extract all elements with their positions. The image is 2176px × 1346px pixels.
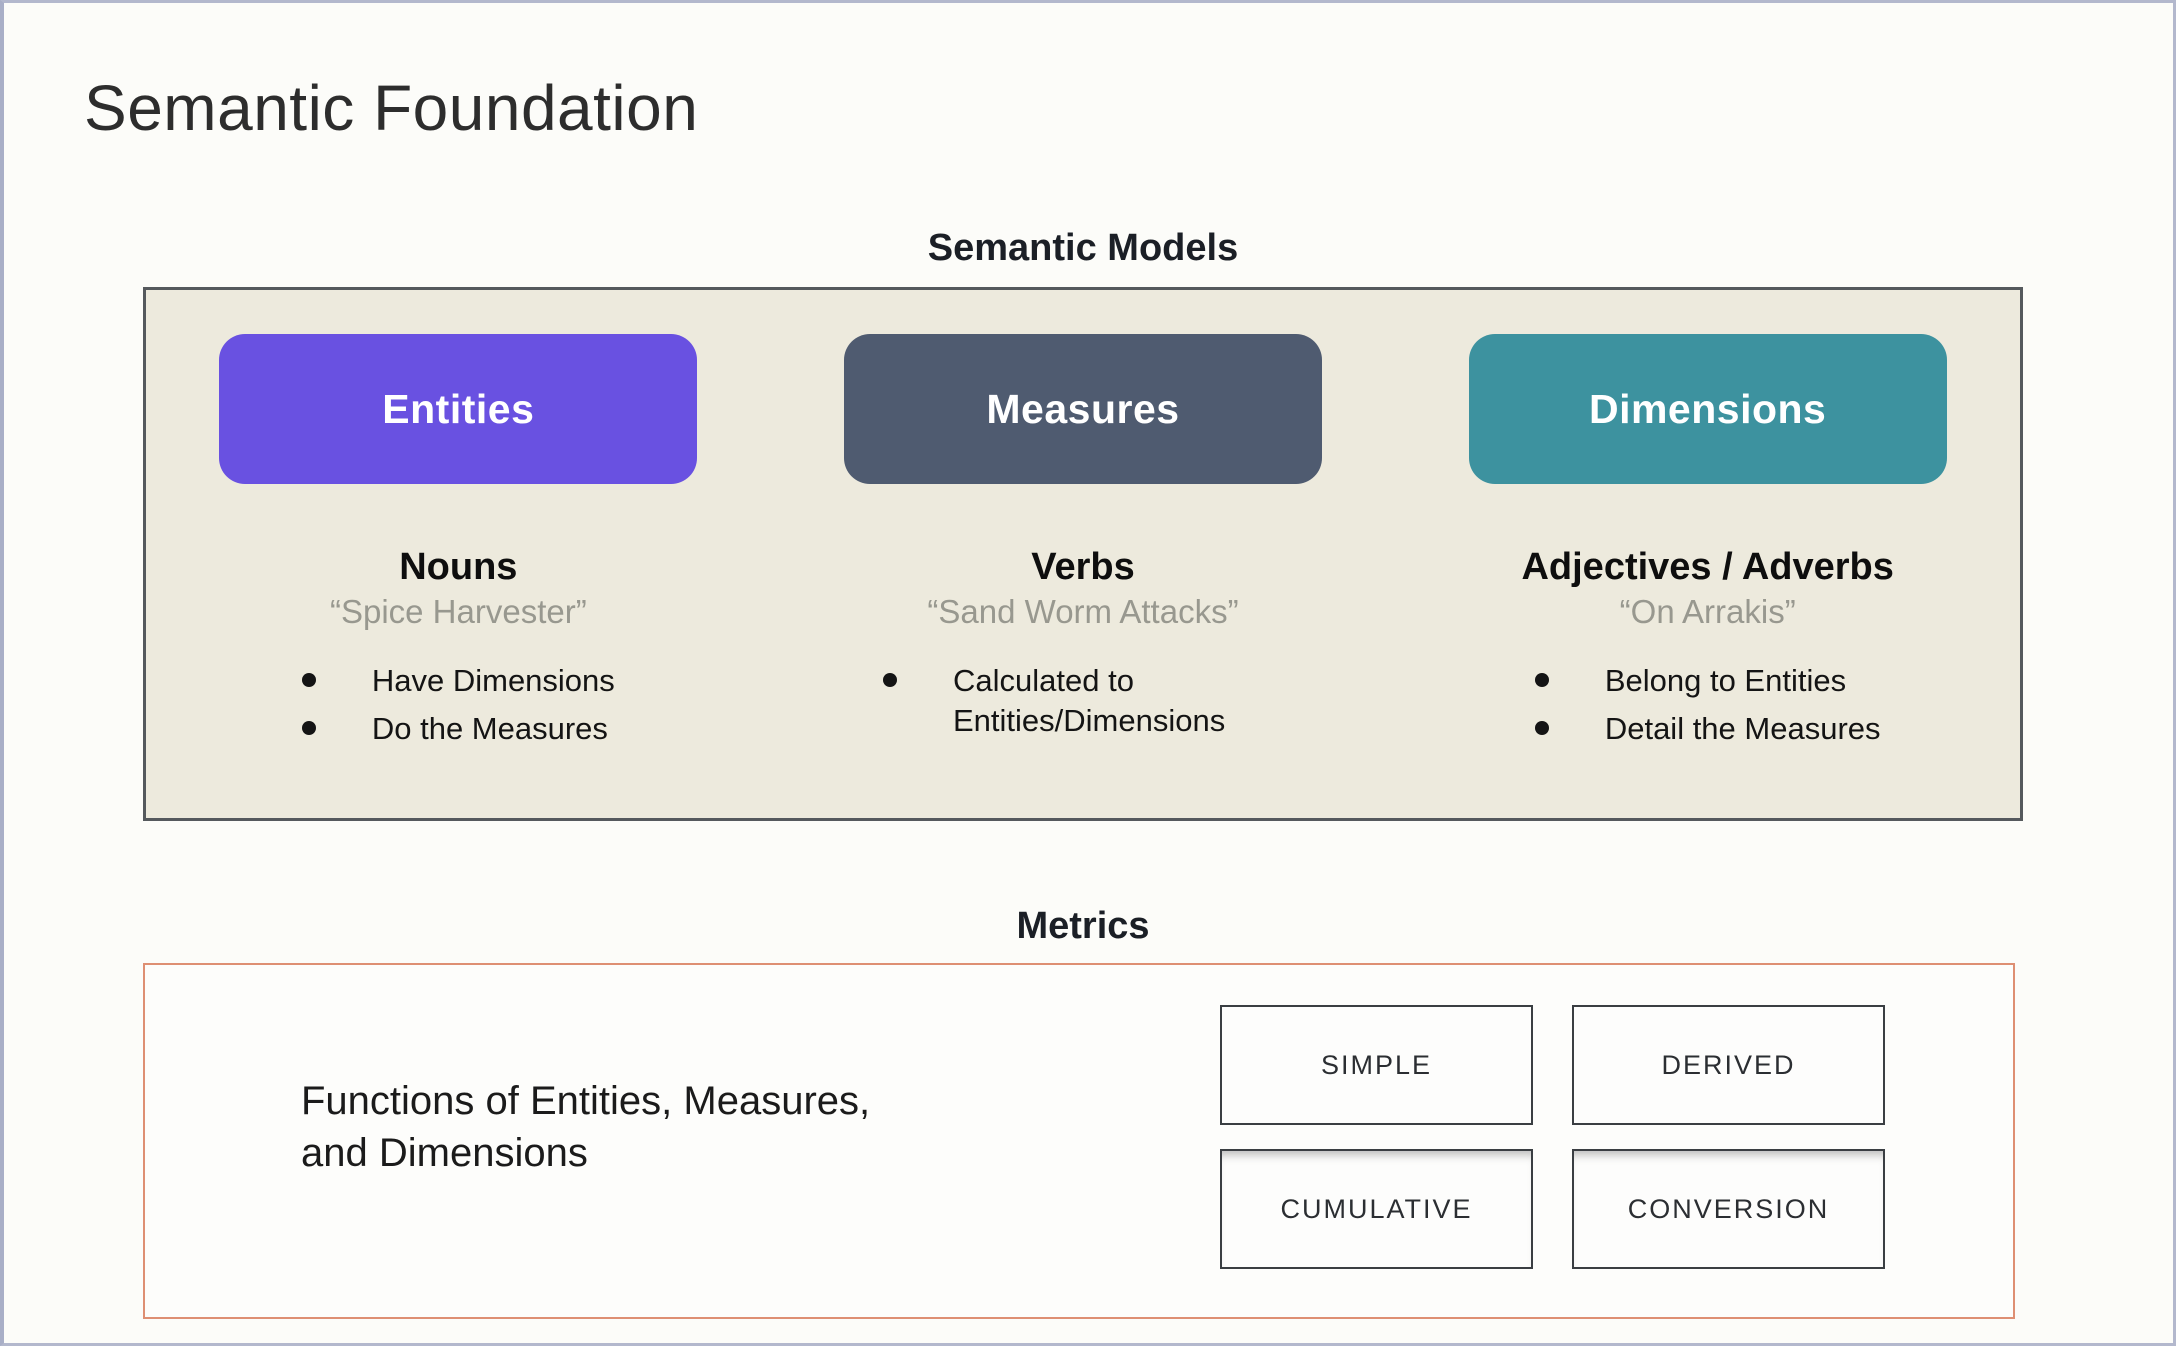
measures-pill: Measures [844, 334, 1322, 484]
page-title: Semantic Foundation [84, 72, 699, 144]
entities-term: Nouns [399, 546, 518, 588]
bullet-label: Detail the Measures [1604, 711, 1881, 747]
semantic-models-panel: Entities Nouns “Spice Harvester” Have Di… [143, 287, 2023, 821]
semantic-column-entities: Entities Nouns “Spice Harvester” Have Di… [146, 290, 771, 818]
bullet-dot-icon [1534, 673, 1549, 687]
dimensions-bullet-list: Belong to Entities Detail the Measures [1534, 661, 1881, 758]
measures-bullet-list: Calculated to Entities/Dimensions [883, 661, 1283, 750]
list-item: Do the Measures [301, 709, 608, 749]
bullet-label: Belong to Entities [1604, 663, 1847, 698]
list-item: Belong to Entities [1534, 661, 1847, 701]
bullet-label: Have Dimensions [371, 663, 615, 698]
entities-pill: Entities [219, 334, 698, 484]
metrics-description: Functions of Entities, Measures, and Dim… [301, 1079, 871, 1175]
bullet-dot-icon [301, 721, 316, 736]
metric-type-simple: SIMPLE [1220, 1005, 1533, 1125]
bullet-label: Calculated to Entities/Dimensions [953, 663, 1226, 739]
metrics-heading: Metrics [1016, 905, 1150, 947]
list-item: Calculated to Entities/Dimensions [883, 661, 1283, 742]
list-item: Detail the Measures [1534, 709, 1881, 749]
metrics-panel: Functions of Entities, Measures, and Dim… [143, 963, 2015, 1319]
metric-types-grid: SIMPLE DERIVED CUMULATIVE CONVERSION [1220, 1005, 1885, 1269]
metric-type-conversion: CONVERSION [1572, 1149, 1885, 1269]
dimensions-term: Adjectives / Adverbs [1521, 546, 1894, 588]
measures-example: “Sand Worm Attacks” [927, 593, 1239, 630]
bullet-dot-icon [1534, 721, 1549, 736]
metric-type-derived: DERIVED [1572, 1005, 1885, 1125]
semantic-models-heading: Semantic Models [927, 227, 1239, 269]
entities-bullet-list: Have Dimensions Do the Measures [301, 661, 615, 758]
measures-term: Verbs [1031, 546, 1135, 588]
bullet-dot-icon [883, 673, 897, 687]
semantic-column-measures: Measures Verbs “Sand Worm Attacks” Calcu… [771, 290, 1396, 818]
dimensions-pill: Dimensions [1468, 334, 1947, 484]
bullet-label: Do the Measures [371, 711, 608, 747]
bullet-dot-icon [301, 673, 316, 687]
list-item: Have Dimensions [301, 661, 615, 701]
metric-type-cumulative: CUMULATIVE [1220, 1149, 1533, 1269]
dimensions-example: “On Arrakis” [1619, 593, 1796, 630]
entities-example: “Spice Harvester” [329, 593, 587, 630]
semantic-column-dimensions: Dimensions Adjectives / Adverbs “On Arra… [1395, 290, 2020, 818]
